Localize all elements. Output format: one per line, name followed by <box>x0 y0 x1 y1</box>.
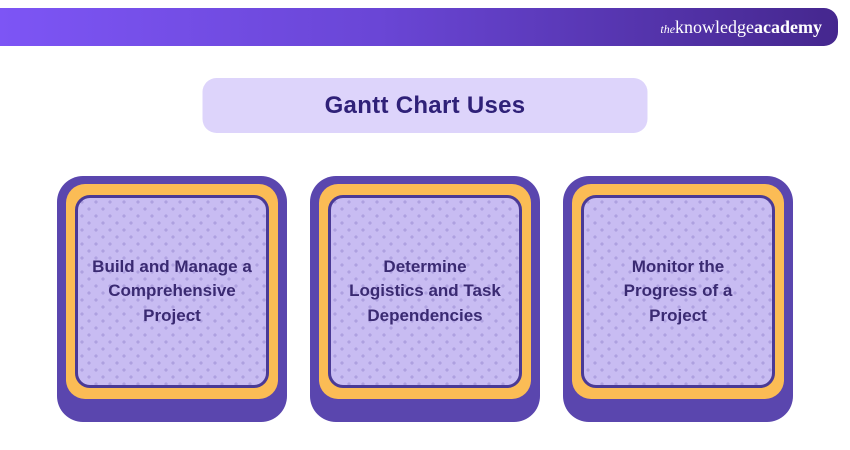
card-build-and-manage: Build and Manage a Comprehensive Project <box>57 176 287 422</box>
card-ring: Monitor the Progress of a Project <box>572 184 784 399</box>
brand-logo: theknowledgeacademy <box>660 18 822 37</box>
brand-logo-the: the <box>660 21 676 36</box>
cards-row: Build and Manage a Comprehensive Project… <box>57 176 793 422</box>
title-box: Gantt Chart Uses <box>202 78 648 133</box>
card-inner: Monitor the Progress of a Project <box>581 195 775 388</box>
card-label: Determine Logistics and Task Dependencie… <box>349 256 501 325</box>
card-inner: Build and Manage a Comprehensive Project <box>75 195 269 388</box>
card-ring: Build and Manage a Comprehensive Project <box>66 184 278 399</box>
card-monitor-progress: Monitor the Progress of a Project <box>563 176 793 422</box>
card-label: Monitor the Progress of a Project <box>623 256 733 325</box>
card-inner: Determine Logistics and Task Dependencie… <box>328 195 522 388</box>
card-label: Build and Manage a Comprehensive Project <box>92 256 252 325</box>
brand-header: theknowledgeacademy <box>0 8 838 46</box>
card-ring: Determine Logistics and Task Dependencie… <box>319 184 531 399</box>
page-title: Gantt Chart Uses <box>324 91 526 119</box>
brand-logo-academy: academy <box>754 16 822 37</box>
card-determine-logistics: Determine Logistics and Task Dependencie… <box>310 176 540 422</box>
brand-logo-knowledge: knowledge <box>675 16 755 37</box>
